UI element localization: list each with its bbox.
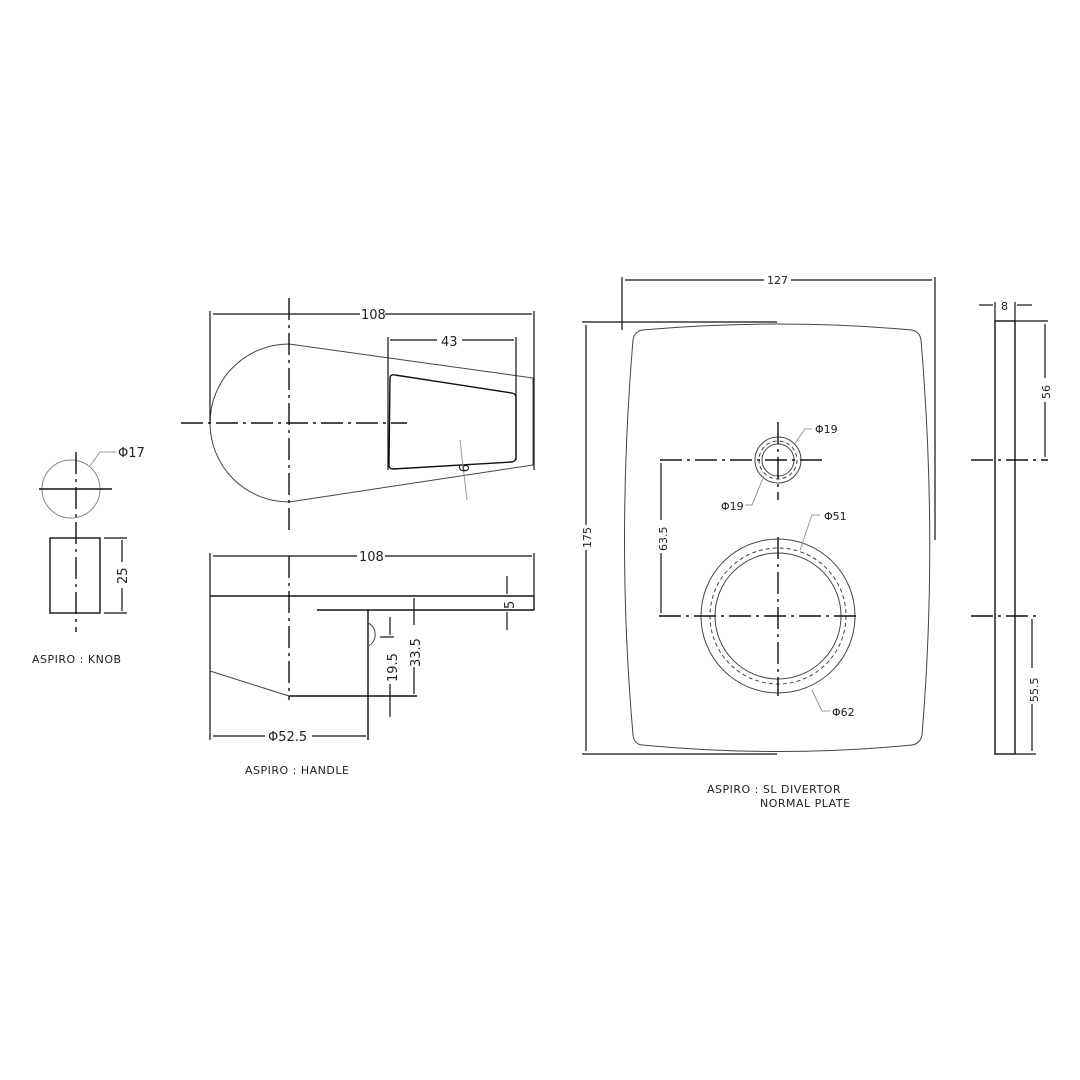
handle-side-arc [367,622,376,647]
small-hole-outer-leader [793,428,812,446]
divertor-plate-drawing: 127 175 Φ19 Φ19 Φ51 Φ62 63.5 ASPIRO : SL… [581,274,936,810]
handle-slot [388,374,517,470]
handle-side-length-label: 108 [359,550,384,565]
handle-outline [209,343,534,503]
handle-height-label: 33.5 [409,638,424,667]
plate-height-label: 175 [581,527,594,548]
large-hole-inner-leader [799,514,820,551]
knob-side-rect [49,537,101,614]
large-hole-inner-label: Φ51 [824,510,847,523]
plate-caption-line1: ASPIRO : SL DIVERTOR [707,783,841,796]
large-hole-outer-leader [811,689,830,712]
handle-diameter-label: Φ52.5 [268,730,307,745]
handle-wall-dim-line [459,439,468,501]
knob-caption: ASPIRO : KNOB [32,653,122,666]
bottom-offset-label: 55.5 [1028,678,1041,703]
knob-drawing: Φ17 25 ASPIRO : KNOB [32,446,145,666]
small-hole-inner-leader [745,475,765,506]
plate-width-label: 127 [767,274,788,287]
knob-diameter-label: Φ17 [118,446,145,461]
large-hole-outer-label: Φ62 [832,706,855,719]
handle-side-view: 108 5 33.5 19.5 Φ52.5 ASPIRO : HANDLE [209,550,535,777]
knob-height-label: 25 [116,567,131,584]
handle-slot-length-label: 43 [441,335,458,350]
plate-outline [624,323,931,752]
handle-wall-thickness-label: 9 [455,464,470,472]
plate-side-view: 8 56 55.5 [971,300,1053,755]
handle-top-length-label: 108 [361,308,386,323]
plate-caption-line2: NORMAL PLATE [760,797,851,810]
handle-offset-label: 19.5 [386,653,401,682]
top-offset-label: 56 [1040,385,1053,399]
plate-side-rect [994,320,1016,755]
knob-diameter-leader [89,451,116,467]
handle-caption: ASPIRO : HANDLE [245,764,349,777]
plate-thickness-label: 8 [1001,300,1008,313]
small-hole-inner-label: Φ19 [721,500,744,513]
center-distance-label: 63.5 [657,527,670,552]
handle-thickness-label: 5 [503,601,518,609]
small-hole-outer-label: Φ19 [815,423,838,436]
handle-side-taper [209,670,290,697]
handle-top-view: 108 43 9 [181,298,535,535]
